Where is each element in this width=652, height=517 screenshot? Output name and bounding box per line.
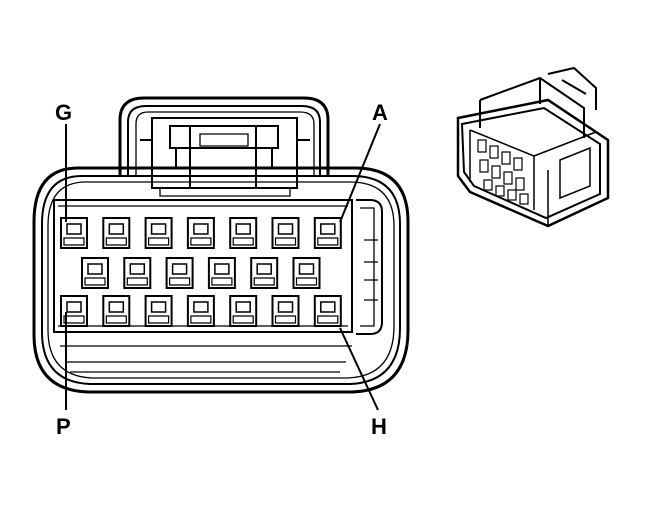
connector-isometric-view bbox=[456, 66, 610, 228]
cavity-bottom-5 bbox=[229, 295, 258, 327]
cavity-top-3 bbox=[144, 217, 173, 249]
cavity-top-4 bbox=[186, 217, 215, 249]
cavity-top-1 bbox=[60, 217, 88, 249]
pin-label-h: H bbox=[371, 414, 387, 439]
cavity-middle-6 bbox=[292, 257, 321, 289]
key-rails bbox=[356, 199, 383, 335]
cavity-middle-5 bbox=[250, 257, 279, 289]
cavity-bottom-4 bbox=[186, 295, 215, 327]
cavity-middle-1 bbox=[81, 257, 109, 289]
cavity-bottom-3 bbox=[144, 295, 173, 327]
latch-mechanism bbox=[140, 117, 310, 197]
cavity-top-5 bbox=[229, 217, 258, 249]
cavity-top-6 bbox=[271, 217, 300, 249]
leader-lines bbox=[65, 123, 381, 411]
cavity-bottom-6 bbox=[271, 295, 300, 327]
cavity-grid bbox=[60, 217, 342, 327]
pin-label-g: G bbox=[55, 100, 73, 125]
connector-front-view bbox=[32, 96, 410, 411]
cavity-bottom-2 bbox=[102, 295, 131, 327]
cavity-bottom-1 bbox=[60, 295, 88, 327]
cavity-top-7 bbox=[313, 217, 342, 249]
pin-label-a: A bbox=[372, 100, 388, 125]
cavity-middle-2 bbox=[123, 257, 152, 289]
cavity-bottom-7 bbox=[313, 295, 342, 327]
latch-housing bbox=[118, 96, 330, 176]
cavity-middle-4 bbox=[207, 257, 236, 289]
pin-label-p: P bbox=[56, 414, 71, 439]
cavity-middle-3 bbox=[165, 257, 194, 289]
connector-body-outline bbox=[32, 166, 410, 394]
cavity-top-2 bbox=[102, 217, 131, 249]
